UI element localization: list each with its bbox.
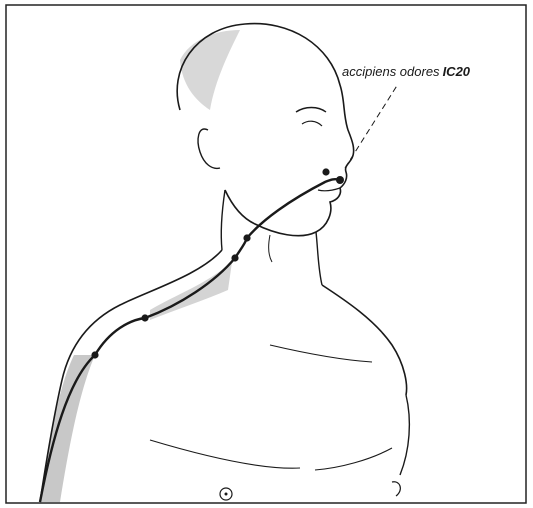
head-shading bbox=[180, 30, 240, 110]
neck-muscle-line bbox=[269, 235, 272, 262]
meridian-point-icon bbox=[141, 314, 148, 321]
meridian-point-icon bbox=[243, 234, 250, 241]
point-code: IC20 bbox=[443, 64, 470, 79]
neck-back-outline bbox=[221, 190, 225, 250]
ear-outline bbox=[198, 129, 220, 168]
meridian-point-icon bbox=[91, 351, 98, 358]
callout-leader-line bbox=[345, 84, 398, 168]
point-name: accipiens odores bbox=[342, 64, 440, 79]
brow-outline bbox=[296, 108, 326, 113]
mouth-outline bbox=[318, 188, 340, 191]
meridian-line bbox=[40, 179, 340, 502]
clavicle-line bbox=[270, 345, 372, 362]
pectoral-line-right bbox=[315, 448, 392, 470]
meridian-point-ic20-icon bbox=[336, 176, 344, 184]
pectoral-line bbox=[150, 440, 300, 468]
arm-shading bbox=[40, 355, 95, 502]
figure-frame bbox=[6, 5, 526, 503]
chest-side-outline bbox=[400, 395, 409, 475]
right-shoulder-outline bbox=[322, 285, 407, 395]
nipple-right bbox=[392, 482, 400, 496]
eye-outline bbox=[302, 121, 322, 126]
neck-front-outline bbox=[316, 232, 322, 285]
nipple-left-center bbox=[225, 493, 228, 496]
meridian-point-icon bbox=[231, 254, 238, 261]
meridian-point-icon bbox=[322, 168, 329, 175]
point-callout: accipiens odoresIC20 bbox=[342, 64, 470, 79]
